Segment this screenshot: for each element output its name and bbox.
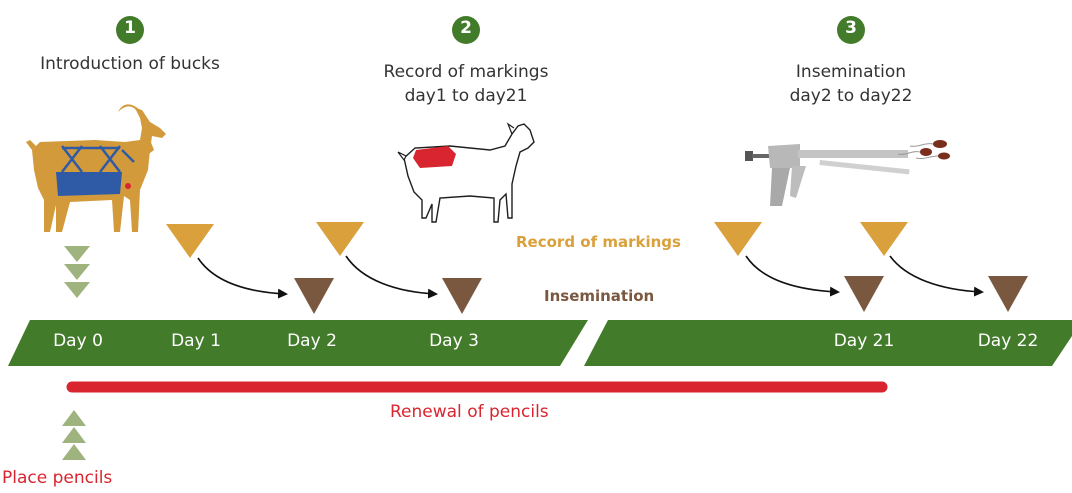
- record-markers: [166, 222, 908, 258]
- record-marker-day21: [714, 222, 762, 256]
- insemination-marker-day3: [442, 278, 482, 314]
- insemination-markers: [294, 276, 1028, 314]
- insemination-marker-day21: [844, 276, 884, 312]
- step-3-number: 3: [845, 18, 857, 38]
- step-2-number: 2: [460, 18, 472, 38]
- day-22-label: Day 22: [977, 331, 1039, 351]
- record-marker-day22-prev: [860, 222, 908, 256]
- step-1-title: Introduction of bucks: [40, 54, 220, 74]
- marked-goat-icon: [397, 122, 535, 223]
- day-3-label: Day 3: [429, 331, 479, 351]
- insemination-marker-day2: [294, 278, 334, 314]
- step-2-title-line2: day1 to day21: [404, 86, 528, 106]
- step-2-title-line1: Record of markings: [383, 62, 549, 82]
- record-marker-day2: [316, 222, 364, 256]
- timeline-band: [8, 319, 1072, 367]
- goat-harness-icon: [26, 104, 166, 232]
- day-0-label: Day 0: [53, 331, 103, 351]
- step-1-number: 1: [124, 18, 136, 38]
- day-21-label: Day 21: [833, 331, 895, 351]
- insemination-marker-day22: [988, 276, 1028, 312]
- step-1-badge: [116, 16, 144, 44]
- step-3-title-line2: day2 to day22: [789, 86, 913, 106]
- step-3-title-line1: Insemination: [795, 62, 907, 82]
- record-to-insemination-arrows: [197, 255, 984, 299]
- insemination-gun-icon: [745, 140, 950, 206]
- step-3-badge: [837, 16, 865, 44]
- place-pencils-chevrons: [62, 410, 86, 460]
- day-1-label: Day 1: [171, 331, 221, 351]
- renewal-of-pencils-label: Renewal of pencils: [390, 402, 549, 422]
- insemination-label: Insemination: [544, 287, 655, 305]
- day-2-label: Day 2: [287, 331, 337, 351]
- step-2-badge: [452, 16, 480, 44]
- place-pencils-label: Place pencils: [2, 468, 113, 488]
- bucks-arrival-chevrons: [64, 246, 90, 298]
- record-of-markings-label: Record of markings: [516, 233, 681, 251]
- record-marker-day1: [166, 224, 214, 258]
